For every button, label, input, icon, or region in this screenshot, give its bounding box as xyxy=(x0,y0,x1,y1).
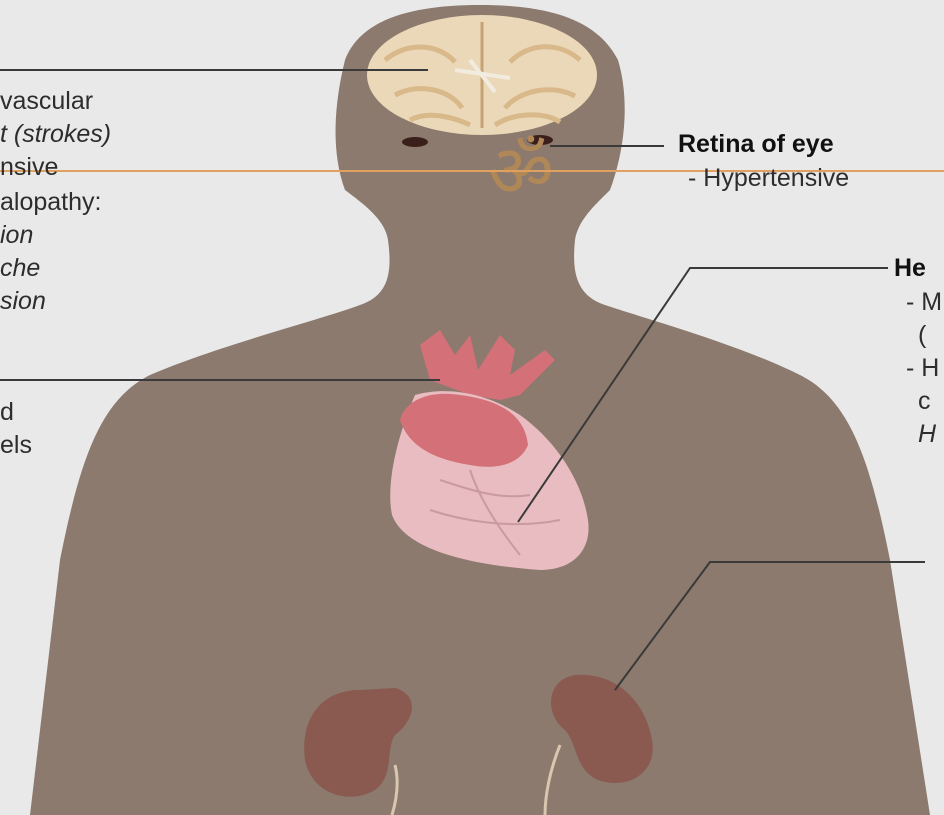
brain-label-line-6: che xyxy=(0,252,40,285)
retina-title: Retina of eye xyxy=(678,128,834,161)
heart-label-line-5: H xyxy=(918,418,936,451)
heart-label-line-1: - M xyxy=(906,286,942,319)
vessels-label-line-2: els xyxy=(0,429,32,462)
heart-label-line-3: - H xyxy=(906,352,939,385)
heart-label-line-2: ( xyxy=(918,319,926,352)
retina-item: - Hypertensive xyxy=(688,162,849,195)
vessels-label-line-1: d xyxy=(0,396,14,429)
brain-label-line-1: vascular xyxy=(0,85,93,118)
brain-label-line-5: ion xyxy=(0,219,33,252)
eye-icon xyxy=(402,137,428,147)
heart-title: He xyxy=(894,252,926,285)
brain-label-line-4: alopathy: xyxy=(0,186,101,219)
brain-icon xyxy=(367,15,597,135)
brain-label-line-2: t (strokes) xyxy=(0,118,111,151)
brain-label-line-3: nsive xyxy=(0,151,58,184)
brain-label-line-7: sion xyxy=(0,285,46,318)
heart-label-line-4: c xyxy=(918,385,931,418)
